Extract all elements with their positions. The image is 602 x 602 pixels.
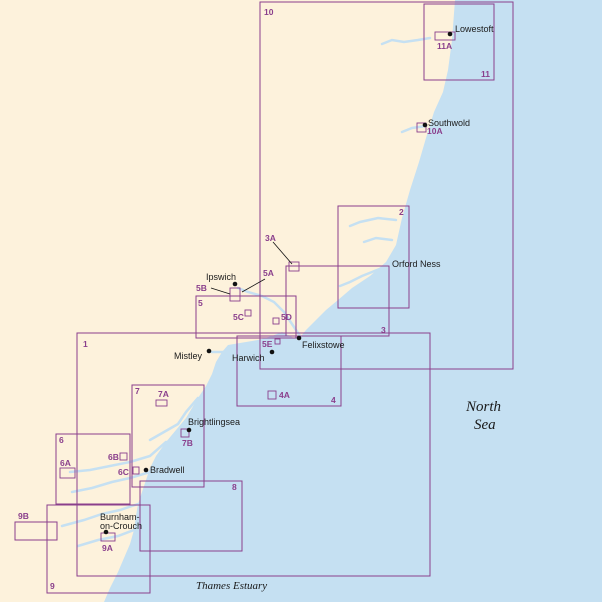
bradwell-label: Bradwell xyxy=(150,465,185,475)
chart-7b-outline[interactable] xyxy=(180,428,190,438)
chart-2-number: 2 xyxy=(399,207,404,217)
chart-11a-number: 11A xyxy=(437,41,452,51)
chart-3a-number: 3A xyxy=(265,233,276,243)
lowestoft-label: Lowestoft xyxy=(455,24,494,34)
chart-2-outline[interactable] xyxy=(337,205,410,309)
chart-6-outline[interactable] xyxy=(55,433,131,505)
orford-ness-label: Orford Ness xyxy=(392,259,441,269)
chart-10-outline[interactable] xyxy=(259,1,514,370)
chart-10-number: 10 xyxy=(264,7,274,17)
chart-5b-outline[interactable] xyxy=(229,287,241,302)
chart-number-labels: 10 11 11A 10A 2 3A 5A 5B 5 5C 5D 3 1 5E … xyxy=(18,7,490,591)
chart-4a-outline[interactable] xyxy=(267,390,277,400)
chart-6b-outline[interactable] xyxy=(119,452,128,461)
chart-9b-outline[interactable] xyxy=(14,521,58,541)
mistley-label: Mistley xyxy=(174,351,203,361)
chart-11-number: 11 xyxy=(481,69,490,79)
chart-outlines xyxy=(14,1,514,594)
chart-5d-number: 5D xyxy=(281,312,292,322)
felixstowe-label: Felixstowe xyxy=(302,340,345,350)
chart-10a-number: 10A xyxy=(427,126,443,136)
chart-11a-outline[interactable] xyxy=(434,31,456,41)
north-sea-label-line2: Sea xyxy=(474,417,496,433)
chart-5d-outline[interactable] xyxy=(272,317,280,325)
chart-9b-number: 9B xyxy=(18,511,29,521)
chart-7-outline[interactable] xyxy=(131,384,205,488)
chart-6a-number: 6A xyxy=(60,458,71,468)
brightlingsea-label: Brightlingsea xyxy=(188,417,240,427)
town-markers xyxy=(103,31,453,535)
chart-8-outline[interactable] xyxy=(139,480,243,552)
chart-5e-number: 5E xyxy=(262,339,273,349)
chart-1-outline[interactable] xyxy=(76,332,431,577)
chart-6-number: 6 xyxy=(59,435,64,445)
chart-7a-number: 7A xyxy=(158,389,169,399)
chart-8-number: 8 xyxy=(232,482,237,492)
chart-7-number: 7 xyxy=(135,386,140,396)
southwold-dot xyxy=(422,122,428,128)
chart-3-number: 3 xyxy=(381,325,386,335)
felixstowe-dot xyxy=(296,335,302,341)
thames-estuary-label: Thames Estuary xyxy=(196,580,267,592)
burnham-label-line1: Burnham- xyxy=(100,512,140,522)
chart-5-outline[interactable] xyxy=(195,295,297,339)
chart-6b-number: 6B xyxy=(108,452,119,462)
brightlingsea-dot xyxy=(186,427,192,433)
ipswich-label: Ipswich xyxy=(206,272,236,282)
estuary-creeks xyxy=(60,36,432,548)
chart-4-number: 4 xyxy=(331,395,336,405)
southwold-label: Southwold xyxy=(428,118,470,128)
bradwell-dot xyxy=(143,467,149,473)
chart-3a-outline[interactable] xyxy=(288,261,300,272)
chart-6c-number: 6C xyxy=(118,467,129,477)
north-sea-label-line1: North xyxy=(465,399,501,415)
chart-5c-number: 5C xyxy=(233,312,244,322)
chart-4a-number: 4A xyxy=(279,390,290,400)
chart-7a-outline[interactable] xyxy=(155,399,168,407)
burnham-label-line2: on-Crouch xyxy=(100,521,142,531)
chart-5c-outline[interactable] xyxy=(244,309,252,317)
chart-9-outline[interactable] xyxy=(46,504,151,594)
chart-10a-outline[interactable] xyxy=(416,122,427,133)
mistley-dot xyxy=(206,348,212,354)
chart-6a-outline[interactable] xyxy=(59,467,76,479)
chart-9a-number: 9A xyxy=(102,543,113,553)
harwich-label: Harwich xyxy=(232,353,265,363)
place-labels: Lowestoft Southwold Orford Ness Ipswich … xyxy=(100,24,494,531)
land-area xyxy=(0,0,455,602)
harwich-dot xyxy=(269,349,275,355)
chart-5-number: 5 xyxy=(198,298,203,308)
chart-5b-number: 5B xyxy=(196,283,207,293)
chart-11-outline[interactable] xyxy=(423,3,495,81)
chart-7b-number: 7B xyxy=(182,438,193,448)
chart-4-outline[interactable] xyxy=(236,335,342,407)
chart-6c-outline[interactable] xyxy=(132,466,140,475)
chart-9-number: 9 xyxy=(50,581,55,591)
burnham-dot xyxy=(103,529,109,535)
leader-lines xyxy=(210,241,293,295)
chart-5a-number: 5A xyxy=(263,268,274,278)
lowestoft-dot xyxy=(447,31,453,37)
sea-labels: North Sea Thames Estuary xyxy=(196,399,501,592)
chart-1-number: 1 xyxy=(83,339,88,349)
chart-5e-outline[interactable] xyxy=(274,338,281,345)
ipswich-dot xyxy=(232,281,238,287)
